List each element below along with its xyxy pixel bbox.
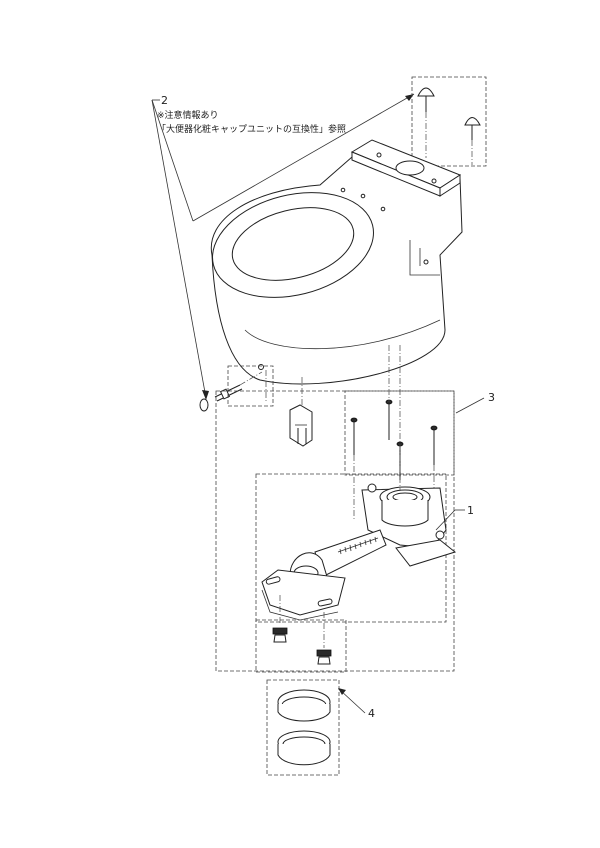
leader-3 bbox=[455, 397, 485, 414]
callout-2-group: 2 ※注意情報あり 「大便器化粧キャップユニットの互換性」参照 bbox=[151, 93, 415, 400]
leader-4 bbox=[339, 689, 366, 714]
leader-2-arrow-bottom bbox=[202, 390, 209, 400]
anchor-box-frame bbox=[255, 619, 347, 673]
bolt-cap bbox=[199, 398, 209, 412]
cap-box bbox=[411, 76, 487, 167]
decorative-cap-1 bbox=[417, 87, 435, 112]
side-bolt bbox=[199, 371, 263, 412]
gasket-group: 4 bbox=[266, 679, 375, 776]
anchor-bolts bbox=[255, 595, 347, 673]
callout-3-label: 3 bbox=[488, 391, 495, 404]
decorative-cap-2 bbox=[464, 117, 481, 140]
gasket-box-frame bbox=[266, 679, 340, 776]
leader-1 bbox=[435, 509, 456, 531]
callout-4-label: 4 bbox=[368, 707, 375, 720]
screws-box-frame bbox=[215, 390, 455, 672]
cap-box-frame bbox=[411, 76, 487, 167]
leader-2-cap bbox=[151, 99, 194, 222]
screw-1 bbox=[350, 417, 358, 455]
gasket-ring-1 bbox=[277, 689, 331, 722]
leader-2-cap-b bbox=[192, 93, 415, 222]
gasket-ring-2 bbox=[277, 730, 331, 766]
note-line-1: ※注意情報あり bbox=[157, 109, 219, 121]
callout-2-label: 2 bbox=[161, 94, 168, 107]
callout-1-label: 1 bbox=[467, 504, 474, 517]
base-plate bbox=[261, 569, 346, 616]
pipe-scale bbox=[337, 536, 379, 555]
leader-2-arrow-top bbox=[405, 94, 414, 101]
screw-2 bbox=[385, 399, 393, 440]
bracket-frame bbox=[227, 365, 274, 407]
anchor-nut-1 bbox=[272, 627, 288, 643]
note-line-2: 「大便器化粧キャップユニットの互換性」参照 bbox=[157, 123, 346, 135]
screw-4 bbox=[430, 425, 438, 465]
bowl-opening bbox=[231, 207, 355, 281]
tank-hole bbox=[395, 160, 425, 176]
mounting-bracket bbox=[227, 365, 313, 447]
toilet-bowl bbox=[210, 139, 463, 385]
leader-2-bolt bbox=[151, 99, 207, 399]
anchor-nut-2 bbox=[316, 649, 332, 665]
drain-flange-assembly: 1 bbox=[255, 473, 474, 623]
